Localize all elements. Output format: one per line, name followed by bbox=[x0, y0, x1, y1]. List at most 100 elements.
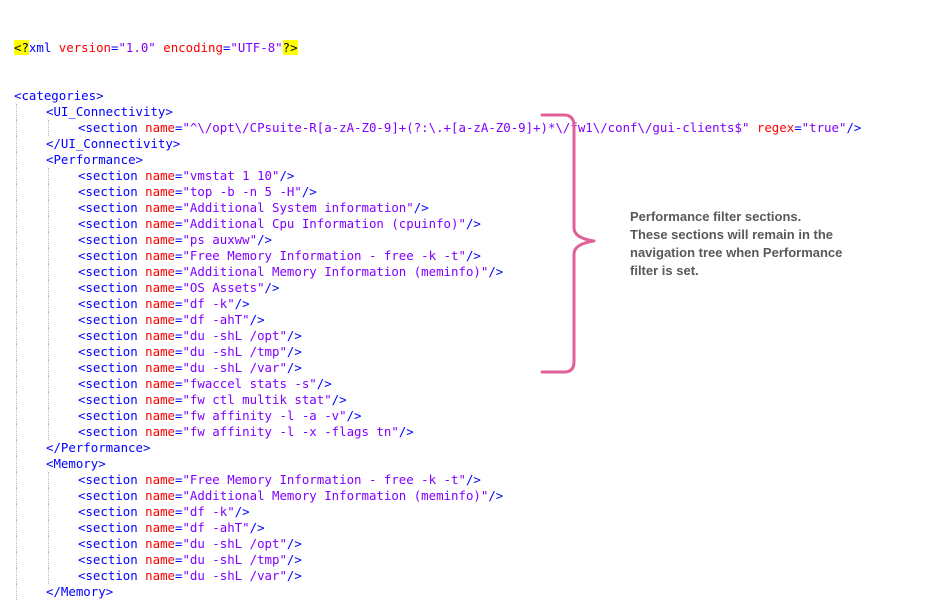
xml-attr-name: name bbox=[145, 408, 175, 423]
xml-tag-name: section bbox=[85, 296, 138, 311]
indent-guide bbox=[16, 520, 17, 536]
xml-tag-name: categories bbox=[21, 88, 97, 103]
indent-guide bbox=[16, 344, 17, 360]
xml-line-section: <section name="fw affinity -l -x -flags … bbox=[14, 424, 861, 440]
xml-attr-name: name bbox=[145, 200, 175, 215]
xml-line-section: <section name="vmstat 1 10"/> bbox=[14, 168, 861, 184]
xml-line-section: <section name="df -ahT"/> bbox=[14, 520, 861, 536]
xml-tag-name: UI_Connectivity bbox=[60, 136, 173, 151]
xml-attr-name: name bbox=[145, 344, 175, 359]
xml-tag-name: Memory bbox=[53, 456, 99, 471]
indent-guide bbox=[16, 408, 17, 424]
indent-guide bbox=[48, 312, 49, 328]
indent-guide bbox=[16, 392, 17, 408]
xml-attr-name: name bbox=[145, 296, 175, 311]
xml-line-section: <section name="Additional Cpu Informatio… bbox=[14, 216, 861, 232]
indent-guide bbox=[48, 328, 49, 344]
indent-guide bbox=[48, 472, 49, 488]
indent-guide bbox=[16, 264, 17, 280]
xml-attr-value: "OS Assets" bbox=[182, 280, 265, 295]
xml-tag-name: section bbox=[85, 488, 138, 503]
xml-tag-name: section bbox=[85, 280, 138, 295]
xml-tag-name: section bbox=[85, 344, 138, 359]
indent-guide bbox=[16, 104, 17, 120]
indent-guide bbox=[16, 136, 17, 152]
indent-guide bbox=[48, 264, 49, 280]
xml-tag-name: section bbox=[85, 168, 138, 183]
indent-guide bbox=[16, 200, 17, 216]
xml-attr-name: name bbox=[145, 568, 175, 583]
xml-attr-name: name bbox=[145, 392, 175, 407]
xml-attr-value: "fw ctl multik stat" bbox=[182, 392, 332, 407]
xml-decl-close: ?> bbox=[282, 40, 298, 55]
xml-tag-name: Performance bbox=[53, 152, 136, 167]
xml-attr-name: name bbox=[145, 552, 175, 567]
indent-guide bbox=[48, 536, 49, 552]
xml-attr-value: "du -shL /var" bbox=[182, 568, 287, 583]
indent-guide bbox=[16, 328, 17, 344]
xml-attr-value: "Additional Cpu Information (cpuinfo)" bbox=[182, 216, 466, 231]
indent-guide bbox=[48, 408, 49, 424]
xml-attr-value: "fwaccel stats -s" bbox=[182, 376, 317, 391]
xml-line-section: <section name="df -ahT"/> bbox=[14, 312, 861, 328]
xml-decl-attr-name: version bbox=[58, 40, 111, 55]
indent-guide bbox=[16, 360, 17, 376]
xml-attr-value: "ps auxww" bbox=[182, 232, 258, 247]
xml-line-performance: </Performance> bbox=[14, 440, 861, 456]
indent-guide bbox=[48, 392, 49, 408]
indent-guide bbox=[16, 296, 17, 312]
xml-tag-name: section bbox=[85, 200, 138, 215]
indent-guide bbox=[48, 568, 49, 584]
xml-tag-name: section bbox=[85, 232, 138, 247]
xml-attr-value: "fw affinity -l -a -v" bbox=[182, 408, 347, 423]
xml-tag-name: section bbox=[85, 312, 138, 327]
xml-line-section: <section name="top -b -n 5 -H"/> bbox=[14, 184, 861, 200]
xml-attr-name: name bbox=[145, 184, 175, 199]
curly-brace-icon bbox=[540, 113, 596, 374]
xml-attr-value: "df -ahT" bbox=[182, 312, 250, 327]
indent-guide bbox=[16, 376, 17, 392]
indent-guide bbox=[16, 120, 17, 136]
indent-guide bbox=[16, 440, 17, 456]
xml-attr-value: "du -shL /opt" bbox=[182, 328, 287, 343]
indent-guide bbox=[16, 536, 17, 552]
xml-attr-name: name bbox=[145, 376, 175, 391]
performance-filter-note: Performance filter sections. These secti… bbox=[630, 208, 890, 280]
note-line: filter is set. bbox=[630, 263, 699, 278]
xml-decl-attr-value: "1.0" bbox=[118, 40, 156, 55]
xml-line-performance: <Performance> bbox=[14, 152, 861, 168]
xml-attr-name: name bbox=[145, 520, 175, 535]
xml-line-section: <section name="du -shL /tmp"/> bbox=[14, 344, 861, 360]
xml-attr-name: name bbox=[145, 168, 175, 183]
note-line: Performance filter sections. bbox=[630, 209, 802, 224]
xml-attr-value: "Free Memory Information - free -k -t" bbox=[182, 472, 466, 487]
indent-guide bbox=[16, 472, 17, 488]
xml-line-section: <section name="du -shL /tmp"/> bbox=[14, 552, 861, 568]
xml-tag-name: Memory bbox=[60, 584, 106, 599]
indent-guide bbox=[48, 344, 49, 360]
xml-tag-name: section bbox=[85, 408, 138, 423]
xml-line-section: <section name="fw affinity -l -a -v"/> bbox=[14, 408, 861, 424]
xml-decl-name: xml bbox=[28, 40, 52, 55]
indent-guide bbox=[48, 168, 49, 184]
indent-guide bbox=[16, 280, 17, 296]
xml-tag-name: section bbox=[85, 328, 138, 343]
xml-attr-value: "du -shL /tmp" bbox=[182, 552, 287, 567]
xml-tag-name: section bbox=[85, 392, 138, 407]
curly-brace-path bbox=[540, 113, 596, 374]
xml-attr-value: "du -shL /var" bbox=[182, 360, 287, 375]
xml-tag-name: section bbox=[85, 504, 138, 519]
xml-attr-value: "fw affinity -l -x -flags tn" bbox=[182, 424, 399, 439]
indent-guide bbox=[16, 552, 17, 568]
xml-attr-value: "df -ahT" bbox=[182, 520, 250, 535]
indent-guide bbox=[16, 424, 17, 440]
xml-line-section: <section name="du -shL /opt"/> bbox=[14, 328, 861, 344]
indent-guide bbox=[48, 552, 49, 568]
xml-attr-value: "df -k" bbox=[182, 296, 235, 311]
xml-tag-name: section bbox=[85, 376, 138, 391]
indent-guide bbox=[48, 120, 49, 136]
indent-guide bbox=[16, 488, 17, 504]
xml-attr-value: "vmstat 1 10" bbox=[182, 168, 280, 183]
xml-line-section: <section name="df -k"/> bbox=[14, 296, 861, 312]
xml-line-section: <section name="fwaccel stats -s"/> bbox=[14, 376, 861, 392]
